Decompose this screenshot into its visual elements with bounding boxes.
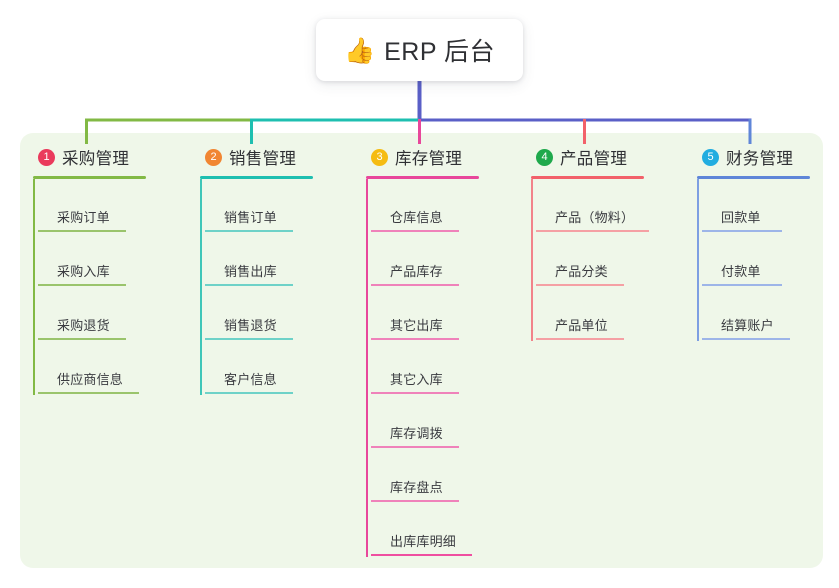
- sub-item-label: 库存调拨: [390, 426, 443, 441]
- sub-item-list: 销售订单 销售出库 销售退货 客户信息: [200, 179, 346, 395]
- sub-item-underline: [371, 500, 459, 502]
- sub-item-underline: [371, 338, 459, 340]
- sub-item[interactable]: 产品（物料）: [533, 179, 691, 233]
- sub-item-label: 采购订单: [57, 210, 110, 225]
- sub-item[interactable]: 其它出库: [368, 287, 516, 341]
- branch-underline: [366, 176, 479, 179]
- sub-item[interactable]: 回款单: [699, 179, 839, 233]
- sub-item[interactable]: 采购退货: [35, 287, 179, 341]
- sub-item-underline: [536, 230, 649, 232]
- branch-number-badge: 2: [205, 148, 222, 166]
- branch-header[interactable]: 4 产品管理: [531, 145, 691, 169]
- sub-item-list: 产品（物料） 产品分类 产品单位: [531, 179, 691, 341]
- sub-item-label: 产品单位: [555, 318, 608, 333]
- branch-header[interactable]: 3 库存管理: [366, 145, 516, 169]
- sub-item-label: 其它出库: [390, 318, 443, 333]
- sub-item-underline: [702, 230, 782, 232]
- sub-item-underline: [205, 284, 293, 286]
- sub-item[interactable]: 出库库明细: [368, 503, 516, 557]
- branch-underline: [200, 176, 313, 179]
- sub-item-underline: [38, 392, 139, 394]
- branch-header[interactable]: 5 财务管理: [697, 145, 839, 169]
- sub-item-underline: [702, 284, 782, 286]
- sub-item-label: 供应商信息: [57, 372, 124, 387]
- sub-item-label: 结算账户: [721, 318, 774, 333]
- sub-item[interactable]: 产品分类: [533, 233, 691, 287]
- sub-item-underline: [371, 392, 459, 394]
- sub-item[interactable]: 采购订单: [35, 179, 179, 233]
- sub-item-underline: [371, 554, 472, 556]
- branch-title: 库存管理: [395, 150, 463, 168]
- sub-item[interactable]: 产品库存: [368, 233, 516, 287]
- sub-item-underline: [38, 284, 126, 286]
- thumbs-up-icon: 👍: [343, 36, 376, 65]
- sub-item-label: 产品（物料）: [555, 210, 635, 225]
- branches-background-panel: [20, 133, 823, 568]
- branch-title: 采购管理: [62, 150, 130, 168]
- sub-item-underline: [205, 230, 293, 232]
- branch-procurement[interactable]: 1 采购管理 采购订单 采购入库 采购退货 供应商信息: [33, 145, 179, 395]
- root-title: ERP 后台: [384, 38, 496, 66]
- sub-item[interactable]: 销售退货: [202, 287, 346, 341]
- sub-item-list: 仓库信息 产品库存 其它出库 其它入库 库存调拨 库存盘点: [366, 179, 516, 557]
- branch-sales[interactable]: 2 销售管理 销售订单 销售出库 销售退货 客户信息: [200, 145, 346, 395]
- branch-header[interactable]: 2 销售管理: [200, 145, 346, 169]
- sub-item-label: 回款单: [721, 210, 761, 225]
- branch-header[interactable]: 1 采购管理: [33, 145, 179, 169]
- sub-item[interactable]: 采购入库: [35, 233, 179, 287]
- sub-item[interactable]: 库存盘点: [368, 449, 516, 503]
- root-node[interactable]: 👍 ERP 后台: [316, 19, 523, 81]
- sub-item-underline: [536, 284, 624, 286]
- sub-item-label: 库存盘点: [390, 480, 443, 495]
- sub-item[interactable]: 付款单: [699, 233, 839, 287]
- branch-underline: [33, 176, 146, 179]
- branch-underline: [531, 176, 644, 179]
- sub-item-label: 出库库明细: [390, 534, 457, 549]
- sub-item[interactable]: 销售出库: [202, 233, 346, 287]
- sub-item[interactable]: 其它入库: [368, 341, 516, 395]
- sub-item[interactable]: 供应商信息: [35, 341, 179, 395]
- sub-item-label: 其它入库: [390, 372, 443, 387]
- sub-item-underline: [38, 338, 126, 340]
- sub-item-label: 产品库存: [390, 264, 443, 279]
- sub-item-underline: [536, 338, 624, 340]
- sub-item-underline: [205, 392, 293, 394]
- branch-number-badge: 1: [38, 148, 55, 166]
- sub-item-label: 产品分类: [555, 264, 608, 279]
- sub-item-underline: [38, 230, 126, 232]
- sub-item[interactable]: 库存调拨: [368, 395, 516, 449]
- sub-item-label: 采购退货: [57, 318, 110, 333]
- branch-finance[interactable]: 5 财务管理 回款单 付款单 结算账户: [697, 145, 839, 341]
- sub-item-label: 付款单: [721, 264, 761, 279]
- branch-title: 产品管理: [560, 150, 628, 168]
- branch-number-badge: 3: [371, 148, 388, 166]
- sub-item[interactable]: 产品单位: [533, 287, 691, 341]
- branch-underline: [697, 176, 810, 179]
- sub-item-label: 销售订单: [224, 210, 277, 225]
- sub-item-label: 仓库信息: [390, 210, 443, 225]
- sub-item-underline: [205, 338, 293, 340]
- sub-item-label: 客户信息: [224, 372, 277, 387]
- branch-number-badge: 5: [702, 148, 719, 166]
- branch-title: 财务管理: [726, 150, 794, 168]
- sub-item-label: 销售退货: [224, 318, 277, 333]
- sub-item[interactable]: 销售订单: [202, 179, 346, 233]
- sub-item-underline: [371, 230, 459, 232]
- sub-item-underline: [702, 338, 790, 340]
- sub-item[interactable]: 结算账户: [699, 287, 839, 341]
- sub-item-list: 回款单 付款单 结算账户: [697, 179, 839, 341]
- branch-product[interactable]: 4 产品管理 产品（物料） 产品分类 产品单位: [531, 145, 691, 341]
- branch-number-badge: 4: [536, 148, 553, 166]
- sub-item-list: 采购订单 采购入库 采购退货 供应商信息: [33, 179, 179, 395]
- sub-item[interactable]: 仓库信息: [368, 179, 516, 233]
- sub-item-underline: [371, 446, 459, 448]
- sub-item-underline: [371, 284, 459, 286]
- branch-inventory[interactable]: 3 库存管理 仓库信息 产品库存 其它出库 其它入库 库存调拨: [366, 145, 516, 557]
- sub-item[interactable]: 客户信息: [202, 341, 346, 395]
- sub-item-label: 采购入库: [57, 264, 110, 279]
- sub-item-label: 销售出库: [224, 264, 277, 279]
- branch-title: 销售管理: [229, 150, 297, 168]
